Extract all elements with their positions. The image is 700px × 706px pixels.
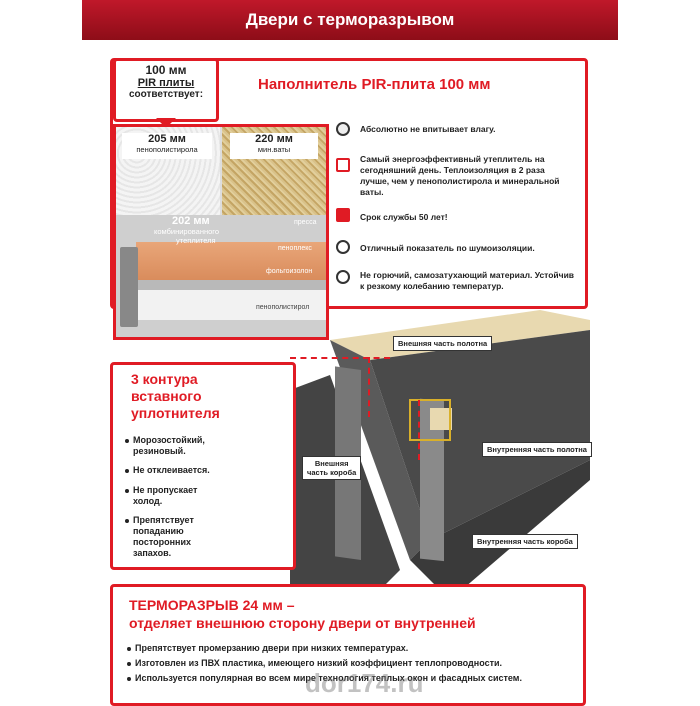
no-moisture-icon [336,122,350,136]
seal-bullet-l1: Препятствует [133,515,194,525]
watermark: dor174.ru [305,668,424,698]
seal-title-1: 3 контура [131,371,198,387]
wool-label: мин.ваты [257,145,291,154]
calendar-50-icon [336,208,350,222]
seal-bullet-l2: резиновый. [133,446,186,456]
outer-frame-label-1: Внешняя [314,459,349,468]
layer-label-2: фольгоизолон [266,268,313,275]
thermal-panel: ТЕРМОРАЗРЫВ 24 мм – отделяет внешнюю сто… [110,584,586,706]
thermo-house-icon [336,158,350,172]
no-fire-icon [336,270,350,284]
thermal-bullet-text: Используется популярная во всем мире тех… [135,673,522,683]
seal-bullet: Препятствует попаданию посторонних запах… [125,515,194,559]
callout-line [290,357,390,359]
no-noise-icon [336,240,350,254]
seal-bullet: Морозостойкий, резиновый. [125,435,205,457]
callout-line [368,357,370,417]
combined-value: 202 мм [172,215,210,227]
thermal-title-1: ТЕРМОРАЗРЫВ 24 мм – [129,597,295,613]
pir-badge-line2: PIR плиты [137,77,195,89]
pir-badge-line1: 100 мм [145,63,187,77]
seal-title-2: вставного [131,388,202,404]
layer-white [136,290,326,320]
seal-bullet: Не отклеивается. [125,465,210,476]
thermal-bullet: Препятствует промерзанию двери при низки… [127,643,408,654]
foam-value: 205 мм [148,133,186,145]
layer-label-1: пеноплекс [278,245,312,252]
outer-frame-label: Внешняя часть короба [302,456,362,480]
header-banner: Двери с терморазрывом [82,0,618,40]
thermal-bullet: Используется популярная во всем мире тех… [127,673,522,684]
seal-bullet: Не пропускает холод. [125,485,197,507]
pir-badge-line3: соответствует: [128,89,204,100]
wool-value: 220 мм [255,133,293,145]
feature-text: Не горючий, самозатухающий материал. Уст… [360,270,575,291]
pir-badge: 100 мм PIR плиты соответствует: [113,58,219,122]
layer-orange [136,242,326,280]
seal-bullet-l1: Не пропускает [133,485,198,495]
thermal-bullet-text: Препятствует промерзанию двери при низки… [135,643,409,653]
outer-frame-label-2: часть короба [307,468,357,477]
layer-label-0: пресса [294,219,317,226]
badge-arrow [156,118,176,128]
seal-bullet-l2: попаданию [133,526,184,536]
outer-leaf-label: Внешняя часть полотна [393,336,493,351]
seal-bullet-l1: Не отклеивается. [133,465,210,475]
feature-text: Отличный показатель по шумоизоляции. [360,243,535,253]
thermal-bullet: Изготовлен из ПВХ пластика, имеющего низ… [127,658,502,669]
filler-title: Наполнитель PIR-плита 100 мм [258,76,491,93]
page-title: Двери с терморазрывом [245,10,455,29]
seal-bullet-l2: холод. [133,496,163,506]
feature-text: Самый энергоэффективный утеплитель на се… [360,154,560,197]
layer-label-3: пенополистирол [256,304,310,311]
foam-value-box: 205 мм пенополистирола [122,133,212,159]
feature-text: Срок службы 50 лет! [360,212,448,222]
combined-label2: утеплителя [176,236,216,245]
seal-bullet-l4: запахов. [133,548,172,558]
seal-bullet-l1: Морозостойкий, [133,435,205,445]
seal-title-3: уплотнителя [131,405,220,421]
thermal-title-2: отделяет внешнюю сторону двери от внутре… [129,615,476,631]
inner-frame-label: Внутренняя часть короба [472,534,578,549]
seal-bullet-l3: посторонних [133,537,192,547]
door-illustration [290,310,590,600]
layer-foil [136,280,326,290]
material-comparison: 205 мм пенополистирола 220 мм мин.ваты 2… [113,124,329,340]
thermal-bullet-text: Изготовлен из ПВХ пластика, имеющего низ… [135,658,503,668]
feature-text: Абсолютно не впитывает влагу. [360,124,496,134]
seal-panel: 3 контура вставного уплотнителя Морозост… [110,362,296,570]
callout-line [418,400,420,460]
foam-label: пенополистирола [136,145,198,154]
combined-label1: комбинированного [154,227,220,236]
frame-profile [120,247,138,327]
wool-value-box: 220 мм мин.ваты [230,133,318,159]
inner-leaf-label: Внутренняя часть полотна [482,442,592,457]
